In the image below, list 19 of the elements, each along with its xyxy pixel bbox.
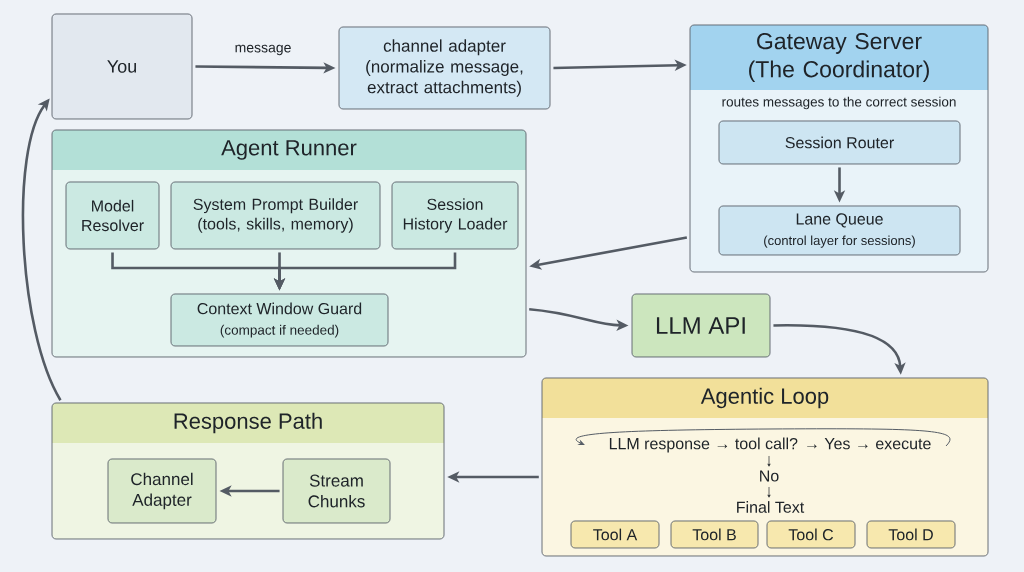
process-box: channel adapter (normalize message, extract attachments) (338, 26, 551, 110)
process-box: Session Router (718, 120, 961, 165)
flow-text: Final Text (737, 501, 805, 513)
flow-text: No (760, 470, 779, 482)
process-box: Stream Chunks (282, 458, 391, 524)
process-box: LLM API (631, 293, 771, 358)
tool-box: Tool B (670, 520, 759, 549)
tool-box: Tool C (766, 520, 856, 549)
process-box: Context Window Guard (compact if needed) (170, 293, 389, 347)
process-box: Lane Queue (control layer for sessions) (718, 205, 961, 256)
tool-box: Tool A (570, 520, 660, 549)
panel-subtitle: routes messages to the correct session (722, 96, 956, 110)
process-box: Model Resolver (65, 181, 160, 250)
process-box: Channel Adapter (107, 458, 217, 524)
flow-text: LLM response → tool call? → Yes → execute (609, 437, 931, 453)
process-box: System Prompt Builder (tools, skills, memory) (170, 181, 381, 250)
user-box: You (51, 13, 193, 120)
tool-box: Tool D (866, 520, 956, 549)
process-box: Session History Loader (391, 181, 519, 250)
